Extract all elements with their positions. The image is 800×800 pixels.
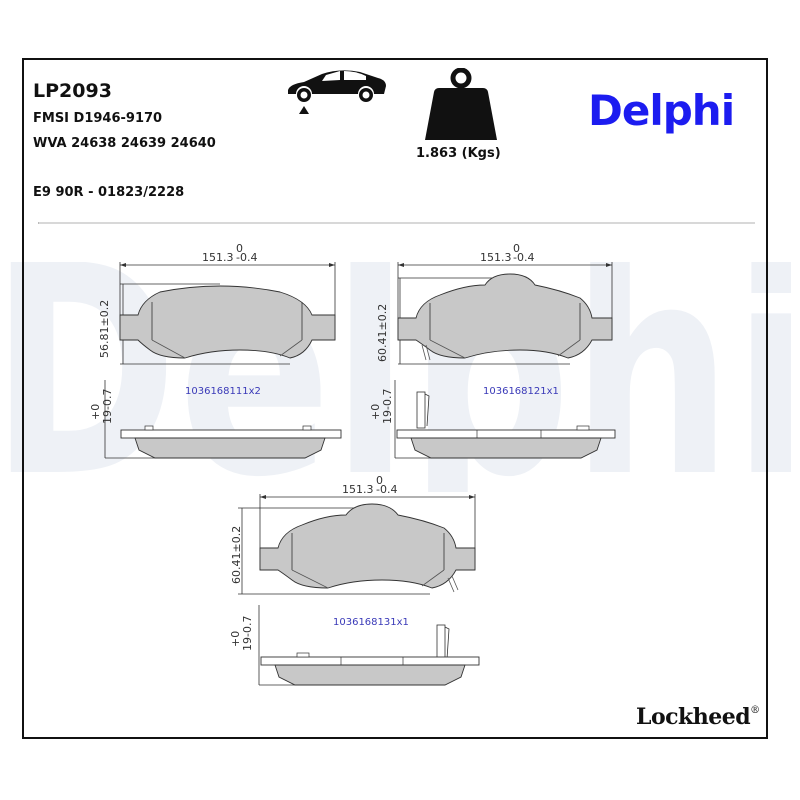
svg-text:19-0.7: 19-0.7 bbox=[101, 389, 114, 424]
svg-text:151.3: 151.3 bbox=[202, 251, 234, 264]
svg-text:19-0.7: 19-0.7 bbox=[241, 616, 254, 651]
svg-text:-0.4: -0.4 bbox=[376, 483, 397, 496]
approval-number: E9 90R - 01823/2228 bbox=[33, 185, 185, 200]
spec-sheet-frame bbox=[22, 58, 768, 739]
svg-text:-0.4: -0.4 bbox=[513, 251, 534, 264]
svg-text:19-0.7: 19-0.7 bbox=[381, 389, 394, 424]
lockheed-logo: Lockheed® bbox=[636, 704, 760, 730]
pad-3-face-drawing: 151.3 0 -0.4 60.41±0.2 bbox=[230, 474, 476, 595]
car-front-axle-icon bbox=[288, 70, 386, 114]
svg-text:60.41±0.2: 60.41±0.2 bbox=[230, 526, 243, 584]
svg-text:56.81±0.2: 56.81±0.2 bbox=[98, 300, 111, 358]
pad-2-face-drawing: 151.3 0 -0.4 60.41±0.2 bbox=[376, 242, 613, 365]
svg-text:151.3: 151.3 bbox=[480, 251, 512, 264]
pad-3-side-drawing: 1036168131x1 +0 19-0.7 bbox=[229, 605, 480, 686]
svg-text:-0.4: -0.4 bbox=[236, 251, 257, 264]
svg-text:1036168121x1: 1036168121x1 bbox=[483, 386, 559, 397]
pad-1-side-drawing: 1036168111x2 +0 19-0.7 bbox=[89, 380, 342, 459]
wva-codes: WVA 24638 24639 24640 bbox=[33, 136, 216, 151]
svg-text:1036168131x1: 1036168131x1 bbox=[333, 617, 409, 628]
svg-text:+0: +0 bbox=[89, 404, 102, 420]
pad-1-face-drawing: 151.3 0 -0.4 56.81±0.2 bbox=[98, 242, 336, 365]
fmsi-code: FMSI D1946-9170 bbox=[33, 111, 163, 126]
part-number: LP2093 bbox=[33, 80, 112, 102]
svg-text:0: 0 bbox=[513, 242, 520, 255]
weight-icon bbox=[425, 68, 497, 140]
pad-2-side-drawing: 1036168121x1 +0 19-0.7 bbox=[369, 380, 616, 459]
svg-text:1036168111x2: 1036168111x2 bbox=[185, 386, 261, 397]
svg-text:0: 0 bbox=[376, 474, 383, 487]
delphi-logo: Delphi bbox=[588, 86, 735, 135]
header-divider bbox=[38, 222, 755, 224]
svg-text:60.41±0.2: 60.41±0.2 bbox=[376, 304, 389, 362]
svg-text:0: 0 bbox=[236, 242, 243, 255]
svg-text:+0: +0 bbox=[369, 404, 382, 420]
svg-text:151.3: 151.3 bbox=[342, 483, 374, 496]
weight-value: 1.863 (Kgs) bbox=[416, 146, 501, 161]
svg-text:+0: +0 bbox=[229, 631, 242, 647]
